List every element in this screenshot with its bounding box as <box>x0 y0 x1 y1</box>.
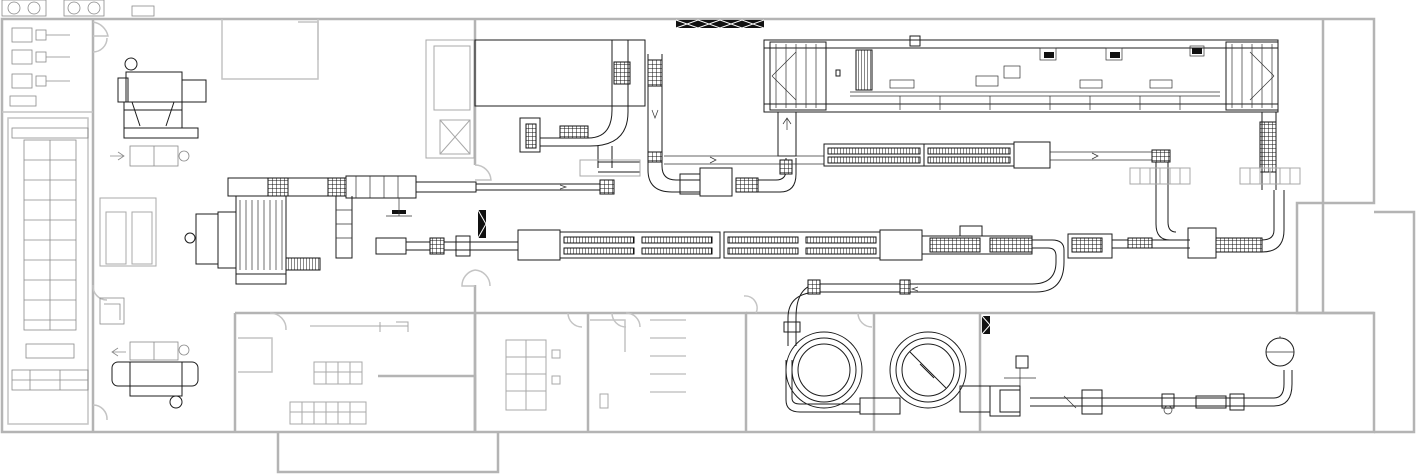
top-fan-units <box>1 0 155 17</box>
office-furniture <box>99 197 686 425</box>
palletizer-unit <box>184 195 321 285</box>
middle-conveyor-run <box>517 190 1285 262</box>
secondary-line <box>647 54 824 197</box>
final-line-equipment <box>959 336 1295 417</box>
machine-upper-left <box>110 57 207 167</box>
main-conveyor-line <box>227 175 612 259</box>
return-loop <box>787 261 1065 330</box>
long-machine <box>823 141 1191 241</box>
machine-lower-left <box>111 341 199 409</box>
building-walls <box>0 17 1416 474</box>
storage-room-left <box>9 27 125 391</box>
upper-processing-line <box>579 19 1301 190</box>
doors <box>92 21 873 421</box>
round-tanks <box>783 315 991 415</box>
upper-center-equipment <box>425 39 646 195</box>
